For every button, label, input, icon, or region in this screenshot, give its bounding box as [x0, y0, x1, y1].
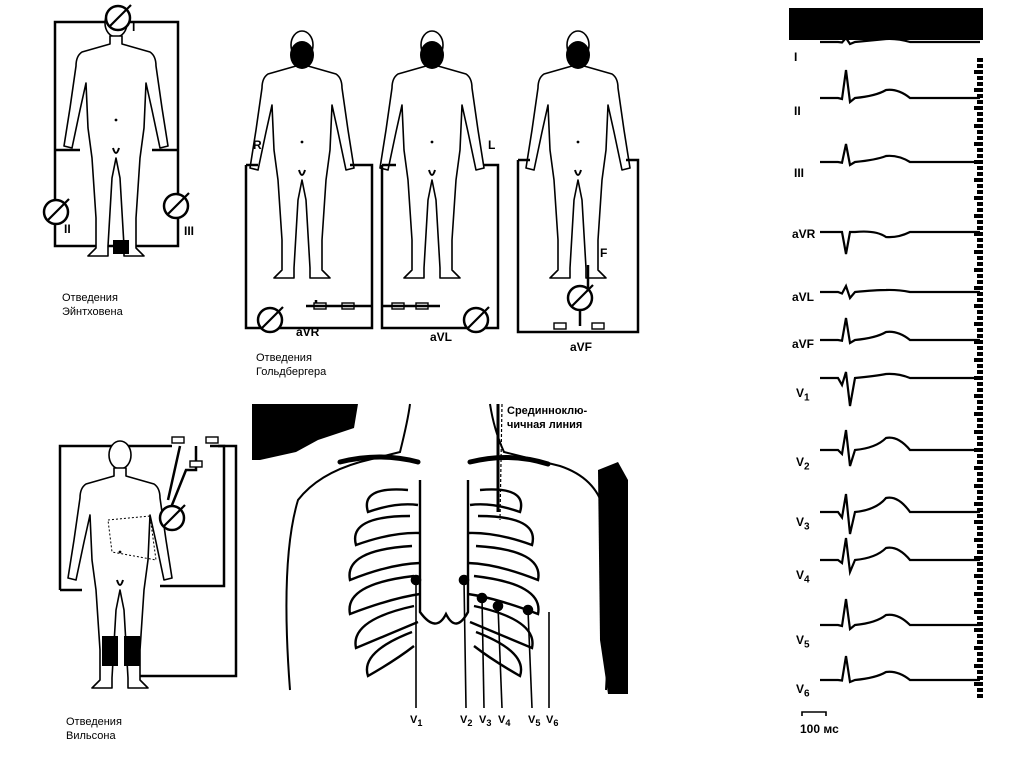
wilson-diagram: [58, 436, 238, 689]
chest-electrode-label-v6: V6: [546, 714, 559, 729]
lead-label-avl: aVL: [430, 330, 453, 344]
ecg-lead-label-v4: V4: [796, 568, 810, 586]
meter-icon: [462, 305, 491, 334]
ecg-trace-avl: [820, 283, 980, 301]
ecg-trace-v6: [820, 655, 980, 684]
chest-electrode-label-v3: V3: [479, 714, 492, 729]
goldberger-caption-line1: Отведения: [256, 352, 312, 364]
ecg-lead-label-ii: II: [794, 104, 801, 118]
midclavicular-label-line1: Срединноклю-: [507, 405, 588, 417]
limb-label-l: L: [488, 138, 496, 152]
lead-label-ii: II: [64, 222, 71, 236]
limb-label-f: F: [600, 246, 608, 260]
ecg-lead-label-i: I: [794, 50, 798, 64]
ecg-trace-v4: [820, 537, 980, 577]
resistor-icon: [553, 322, 567, 330]
resistor-icon: [205, 436, 219, 444]
resistor-icon: [189, 460, 203, 468]
resistor-icon: [591, 322, 605, 330]
resistor-icon: [171, 436, 185, 444]
einthoven-caption-line1: Отведения: [62, 292, 118, 304]
midclavicular-label-line2: чичная линия: [507, 419, 583, 431]
ecg-scale-label: 100 мс: [800, 722, 839, 736]
goldberger-diagram: [244, 30, 640, 334]
wilson-caption-line1: Отведения: [66, 716, 122, 728]
ecg-lead-label-v5: V5: [796, 633, 810, 651]
chest-electrode-label-v5: V5: [528, 714, 541, 729]
ecg-lead-label-iii: III: [794, 166, 805, 180]
einthoven-diagram: [42, 3, 191, 257]
chest-electrode-label-v2: V2: [460, 714, 473, 729]
ecg-trace-v3: [820, 493, 980, 535]
limb-label-r: R: [253, 138, 262, 152]
einthoven-caption-line2: Эйнтховена: [62, 306, 123, 318]
ecg-lead-label-v3: V3: [796, 515, 810, 533]
ecg-lead-label-avr: aVR: [792, 227, 816, 241]
ecg-trace-iii: [820, 143, 980, 167]
lead-label-avf: aVF: [570, 340, 593, 354]
lead-label-i: I: [132, 20, 136, 34]
ecg-lead-label-avl: aVL: [792, 290, 815, 304]
ecg-trace-i: [820, 36, 980, 46]
ecg-trace-v5: [820, 598, 980, 632]
ecg-lead-label-v1: V1: [796, 386, 810, 404]
ecg-trace-ii: [820, 69, 980, 105]
ecg-trace-avf: [820, 317, 980, 345]
chest-electrode-label-v4: V4: [498, 714, 511, 729]
lead-label-iii: III: [184, 224, 195, 238]
chest-diagram: [252, 403, 628, 709]
ecg-trace-v2: [820, 429, 980, 467]
meter-icon: [42, 197, 71, 226]
ecg-trace-v1: [820, 371, 980, 407]
ecg-trace-avr: [820, 230, 980, 255]
ecg-strip: [789, 8, 983, 716]
wilson-caption-line2: Вильсона: [66, 730, 116, 742]
goldberger-caption-line2: Гольдбергера: [256, 366, 327, 378]
ecg-lead-label-v6: V6: [796, 682, 810, 700]
meter-icon: [162, 191, 191, 220]
meter-icon: [158, 503, 187, 532]
ecg-lead-label-v2: V2: [796, 455, 810, 473]
lead-label-avr: aVR: [296, 325, 320, 339]
chest-electrode-label-v1: V1: [410, 714, 423, 729]
meter-icon: [104, 3, 133, 32]
ecg-lead-label-avf: aVF: [792, 337, 815, 351]
meter-icon: [566, 283, 595, 312]
meter-icon: [256, 305, 285, 334]
